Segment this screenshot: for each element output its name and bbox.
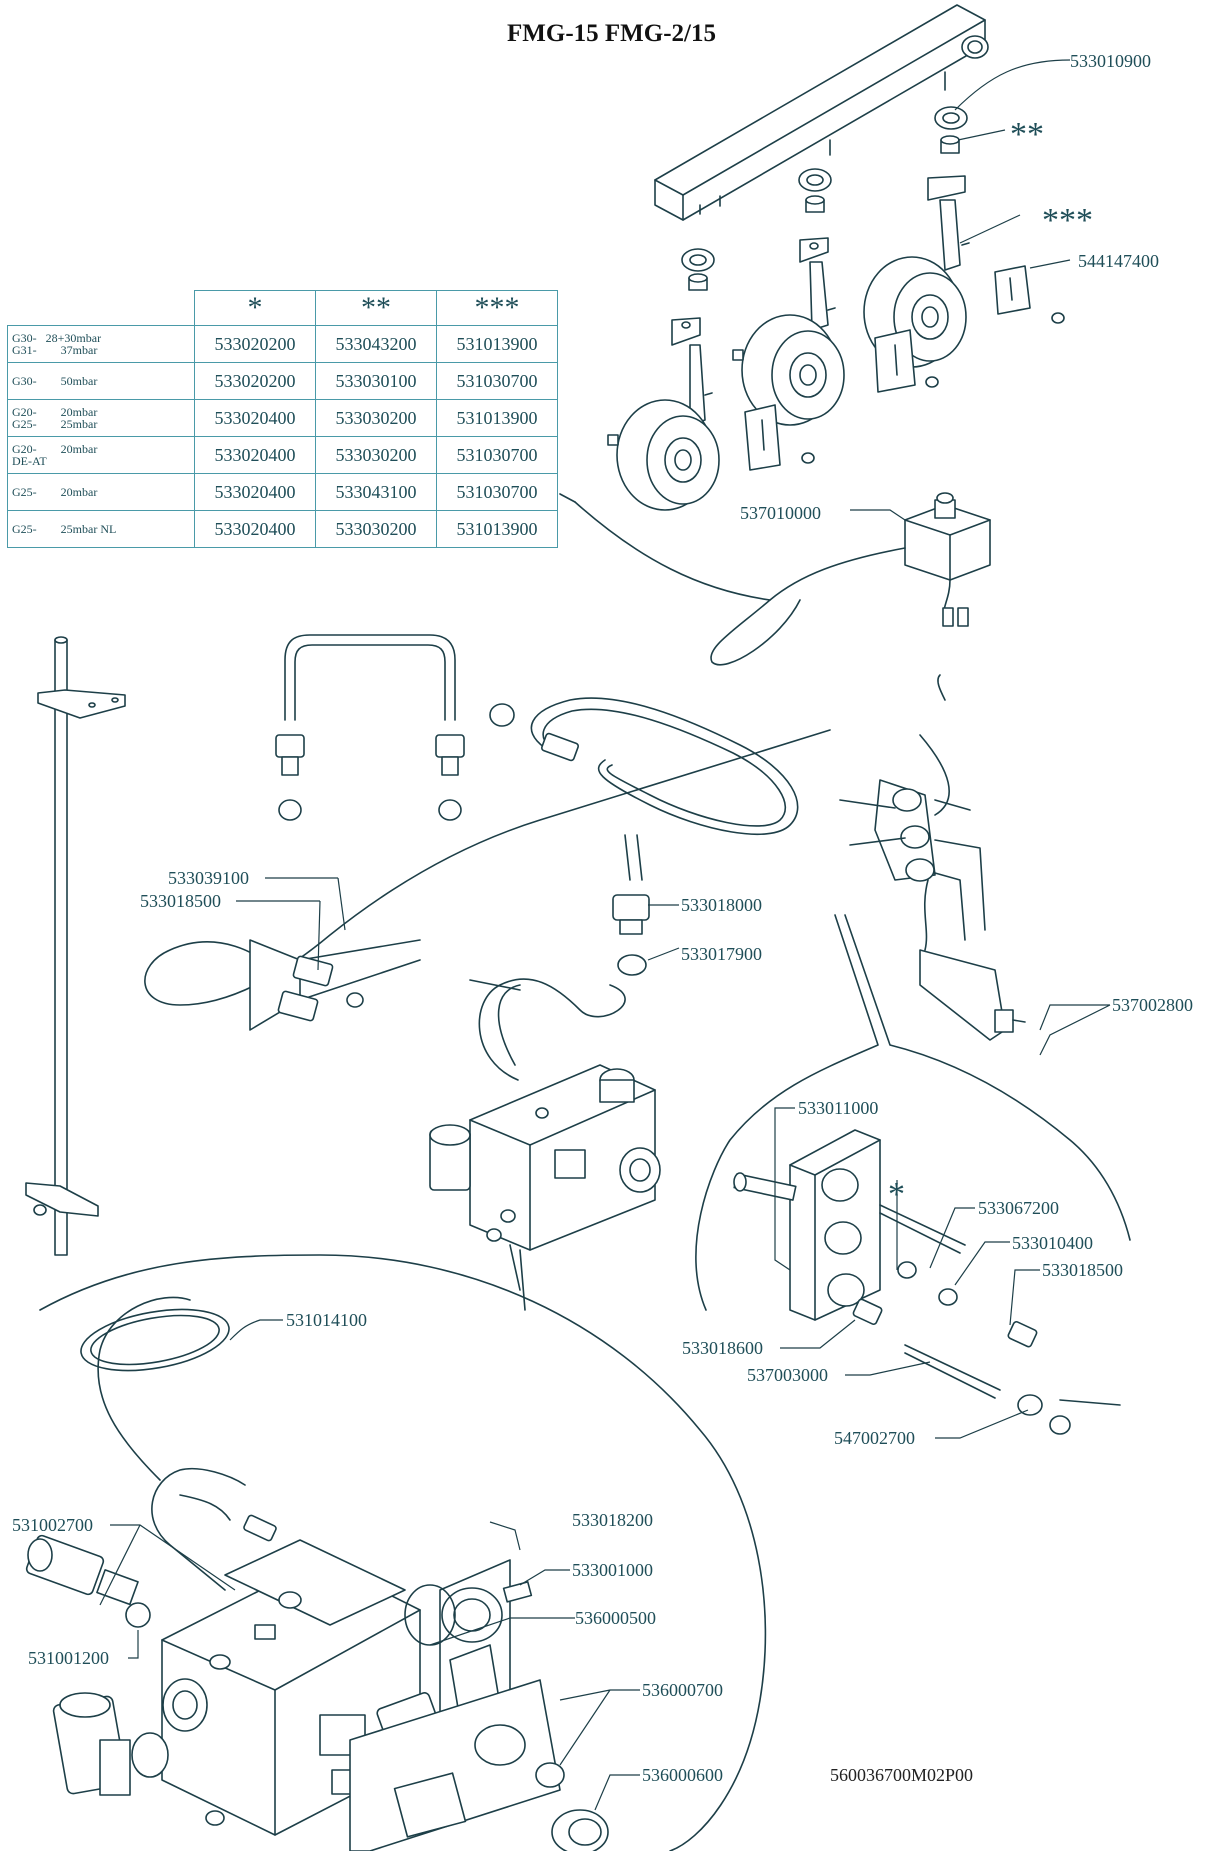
diagram-title: FMG-15 FMG-2/15 (507, 20, 716, 47)
callout-533039100: 533039100 (168, 868, 249, 888)
nozzle-value: 533020200 (194, 362, 316, 400)
nozzle-value: 533030200 (315, 399, 437, 437)
callout-537010000: 537010000 (740, 503, 821, 523)
gas-type-cell: G25- 20mbar (7, 473, 195, 511)
burner-rail (654, 4, 989, 221)
pilot-block (839, 674, 1026, 1041)
nozzle-value: 533020400 (194, 510, 316, 548)
gas-type-cell: G30- 50mbar (7, 362, 195, 400)
callout-double-star: ** (1010, 116, 1044, 153)
nozzle-value: 531013900 (436, 325, 558, 363)
callout-533001000: 533001000 (572, 1560, 653, 1580)
valve-detail (25, 1296, 609, 1851)
callout-547002700: 547002700 (834, 1428, 915, 1448)
nozzle-value: 533030200 (315, 436, 437, 474)
callout-531002700: 531002700 (12, 1515, 93, 1535)
callout-536000500: 536000500 (575, 1608, 656, 1628)
burner-unit-right (863, 175, 1065, 393)
callout-533018600: 533018600 (682, 1338, 763, 1358)
callout-531014100: 531014100 (286, 1310, 367, 1330)
pilot-detail (733, 1129, 1121, 1435)
nozzle-col-double-star: ** (315, 290, 437, 326)
callout-533067200: 533067200 (978, 1198, 1059, 1218)
nozzle-row: G30- 28+30mbar G31- 37mbar 533020200 533… (7, 325, 558, 363)
thermocouple-loop (144, 729, 831, 1031)
gas-line: G31- 37mbar (12, 343, 98, 357)
nozzle-value: 533020400 (194, 399, 316, 437)
gas-line: G25- 25mbar (12, 417, 98, 431)
gas-type-cell: G30- 28+30mbar G31- 37mbar (7, 325, 195, 363)
callout-533018200: 533018200 (572, 1510, 653, 1530)
pilot-pipes (275, 634, 799, 976)
burner-unit-left (607, 317, 720, 511)
detail-pointer (509, 1244, 526, 1311)
gas-line: G25- 20mbar (12, 485, 98, 499)
gas-type-cell: G20- 20mbar G25- 25mbar (7, 399, 195, 437)
nozzle-value: 533030200 (315, 510, 437, 548)
callout-533018000: 533018000 (681, 895, 762, 915)
nozzle-value: 533020400 (194, 473, 316, 511)
gas-line: G25- 25mbar NL (12, 522, 117, 536)
vertical-rod (25, 636, 126, 1256)
gas-line: G20- 20mbar (12, 442, 98, 456)
callout-single-star: * (888, 1176, 905, 1213)
thermostat (559, 492, 991, 666)
callout-533010400: 533010400 (1012, 1233, 1093, 1253)
nozzle-row: G25- 25mbar NL 533020400 533030200 53101… (7, 510, 558, 548)
nozzle-col-single-star: * (194, 290, 316, 326)
burner-unit-middle (732, 237, 845, 471)
gas-valve-main (429, 978, 661, 1251)
callout-533011000: 533011000 (798, 1098, 878, 1118)
drawing-reference: 560036700M02P00 (830, 1765, 973, 1785)
gas-line: G20- 20mbar (12, 405, 98, 419)
callout-536000700: 536000700 (642, 1680, 723, 1700)
detail-bubble-lower (39, 1254, 767, 1851)
gas-type-cell: G20- 20mbar DE-AT (7, 436, 195, 474)
nozzle-value: 531013900 (436, 510, 558, 548)
nozzle-table-header: * ** *** (7, 290, 558, 326)
nozzle-row: G20- 20mbar DE-AT 533020400 533030200 53… (7, 436, 558, 474)
callout-labels: 533010900 ** *** 544147400 537010000 533… (12, 51, 1193, 1785)
nozzle-table-corner (7, 290, 195, 326)
nozzle-value: 531030700 (436, 473, 558, 511)
callout-537002800: 537002800 (1112, 995, 1193, 1015)
nozzle-row: G30- 50mbar 533020200 533030100 53103070… (7, 362, 558, 400)
leader-lines (99, 59, 1111, 1811)
callout-537003000: 537003000 (747, 1365, 828, 1385)
rail-nozzle-stacks (681, 106, 968, 291)
callout-536000600: 536000600 (642, 1765, 723, 1785)
callout-533010900: 533010900 (1070, 51, 1151, 71)
nozzle-value: 531030700 (436, 436, 558, 474)
nozzle-value: 533020200 (194, 325, 316, 363)
callout-533018500-lower: 533018500 (1042, 1260, 1123, 1280)
gas-type-cell: G25- 25mbar NL (7, 510, 195, 548)
nozzle-table: * ** *** G30- 28+30mbar G31- 37mbar 5330… (7, 290, 558, 548)
callout-triple-star: *** (1042, 202, 1093, 239)
nozzle-row: G20- 20mbar G25- 25mbar 533020400 533030… (7, 399, 558, 437)
detail-bubble-upper (695, 914, 1131, 1311)
nozzle-value: 533020400 (194, 436, 316, 474)
nozzle-value: 531030700 (436, 362, 558, 400)
gas-line: G30- 28+30mbar (12, 331, 102, 345)
callout-533017900: 533017900 (681, 944, 762, 964)
nozzle-value: 533043100 (315, 473, 437, 511)
nozzle-value: 533030100 (315, 362, 437, 400)
callout-544147400: 544147400 (1078, 251, 1159, 271)
nozzle-value: 531013900 (436, 399, 558, 437)
nozzle-value: 533043200 (315, 325, 437, 363)
callout-533018500-upper: 533018500 (140, 891, 221, 911)
gas-line: G30- 50mbar (12, 374, 98, 388)
nozzle-col-triple-star: *** (436, 290, 558, 326)
callout-531001200: 531001200 (28, 1648, 109, 1668)
gas-line: DE-AT (12, 454, 47, 468)
nozzle-row: G25- 20mbar 533020400 533043100 53103070… (7, 473, 558, 511)
